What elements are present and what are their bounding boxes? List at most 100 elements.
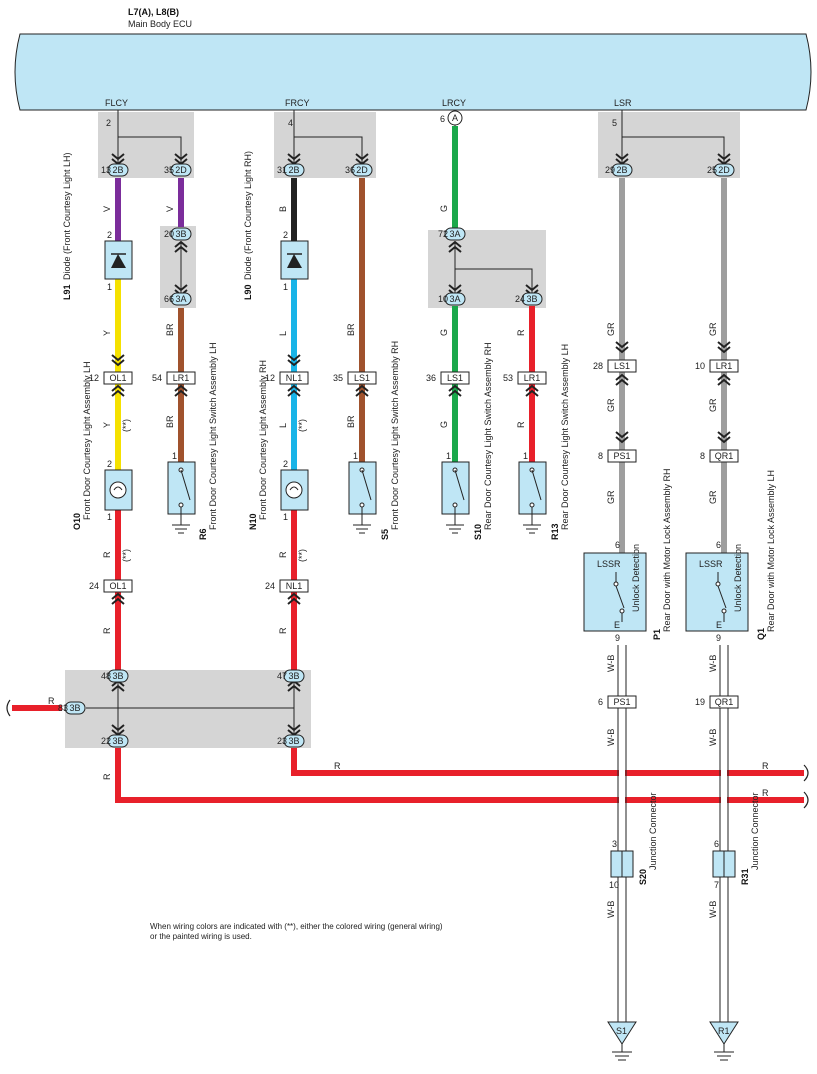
svg-text:1: 1 bbox=[523, 451, 528, 461]
r31-code: R31 bbox=[740, 868, 750, 885]
svg-text:LR1: LR1 bbox=[173, 373, 190, 383]
svg-text:(**): (**) bbox=[121, 549, 131, 562]
svg-text:PS1: PS1 bbox=[613, 697, 630, 707]
light-n10: 2 1 N10 Front Door Courtesy Light Assemb… bbox=[248, 360, 309, 530]
wire-label: BR bbox=[165, 415, 175, 428]
wire-label: W-B bbox=[708, 655, 718, 672]
svg-text:A: A bbox=[452, 113, 458, 123]
svg-text:NL1: NL1 bbox=[286, 373, 303, 383]
svg-text:E: E bbox=[716, 620, 722, 630]
connector-arrow bbox=[287, 592, 301, 605]
svg-text:9: 9 bbox=[615, 633, 620, 643]
connector-19-qr1: QR1 19 bbox=[695, 695, 739, 709]
svg-text:36: 36 bbox=[345, 165, 355, 175]
wire-label: GR bbox=[708, 490, 718, 504]
n10-name: Front Door Courtesy Light Assembly RH bbox=[258, 360, 268, 520]
svg-text:1: 1 bbox=[446, 451, 451, 461]
door-lock-q1: LSSR E Unlock Detection 6 9 Q1 Rear Door… bbox=[685, 470, 776, 643]
wire-label: V bbox=[102, 206, 112, 212]
wire-label: G bbox=[439, 421, 449, 428]
wire-label: B bbox=[278, 206, 288, 212]
ecu-terminal-frcy: FRCY bbox=[285, 98, 310, 108]
wire-label: Y bbox=[102, 422, 112, 428]
svg-text:10: 10 bbox=[438, 294, 448, 304]
connector-arrow bbox=[615, 431, 629, 444]
svg-text:3B: 3B bbox=[112, 671, 123, 681]
wire-label: GR bbox=[606, 398, 616, 412]
svg-text:2B: 2B bbox=[112, 165, 123, 175]
wire-label: GR bbox=[606, 322, 616, 336]
special-marks: (**) (**) (**) (**) bbox=[121, 419, 307, 562]
wire-label: R bbox=[334, 761, 341, 771]
wire-label: R bbox=[516, 329, 526, 336]
svg-text:9: 9 bbox=[716, 633, 721, 643]
svg-text:2: 2 bbox=[107, 230, 112, 240]
svg-text:LSSR: LSSR bbox=[597, 559, 621, 569]
diode-l90: 2 1 L90 Diode (Front Courtesy Light RH) bbox=[243, 151, 309, 300]
svg-text:QR1: QR1 bbox=[715, 697, 734, 707]
s5-code: S5 bbox=[380, 529, 390, 540]
svg-text:R1: R1 bbox=[718, 1026, 730, 1036]
svg-text:6: 6 bbox=[615, 540, 620, 550]
l91-name: Diode (Front Courtesy Light LH) bbox=[62, 152, 72, 280]
ground-s1: S1 bbox=[607, 1021, 637, 1061]
svg-text:1: 1 bbox=[107, 282, 112, 292]
wire-label: GR bbox=[606, 490, 616, 504]
diode-l91: 2 1 L91 Diode (Front Courtesy Light LH) bbox=[62, 152, 133, 300]
svg-text:LS1: LS1 bbox=[447, 373, 463, 383]
r13-name: Rear Door Courtesy Light Switch Assembly… bbox=[560, 344, 570, 530]
wire-label: R bbox=[278, 551, 288, 558]
r31-name: Junction Connector bbox=[750, 792, 760, 870]
svg-text:2: 2 bbox=[107, 459, 112, 469]
svg-text:2D: 2D bbox=[356, 165, 368, 175]
main-body-ecu: L7(A), L8(B) Main Body ECU FLCY FRCY LRC… bbox=[14, 7, 812, 111]
svg-text:LS1: LS1 bbox=[354, 373, 370, 383]
svg-text:2D: 2D bbox=[175, 165, 187, 175]
svg-text:2: 2 bbox=[283, 459, 288, 469]
svg-text:23: 23 bbox=[277, 736, 287, 746]
p1-code: P1 bbox=[652, 629, 662, 640]
ecu-terminal-lsr: LSR bbox=[614, 98, 632, 108]
connector-arrow bbox=[111, 384, 125, 397]
ecu-connector-a: A bbox=[447, 110, 463, 126]
l91-code: L91 bbox=[62, 284, 72, 300]
wire-label: L bbox=[278, 423, 288, 428]
s20-name: Junction Connector bbox=[648, 792, 658, 870]
ecu-pin-flcy: 2 bbox=[106, 118, 111, 128]
svg-text:19: 19 bbox=[695, 697, 705, 707]
svg-text:12: 12 bbox=[89, 373, 99, 383]
svg-text:(**): (**) bbox=[121, 419, 131, 432]
svg-text:36: 36 bbox=[426, 373, 436, 383]
wire-r bbox=[115, 748, 804, 803]
svg-text:PS1: PS1 bbox=[613, 451, 630, 461]
svg-text:66: 66 bbox=[164, 294, 174, 304]
o10-name: Front Door Courtesy Light Assembly LH bbox=[82, 361, 92, 520]
svg-text:8: 8 bbox=[598, 451, 603, 461]
connector-arrow bbox=[111, 592, 125, 605]
connector-arrow bbox=[448, 384, 462, 397]
l90-name: Diode (Front Courtesy Light RH) bbox=[243, 151, 253, 280]
ecu-pin-lsr: 5 bbox=[612, 118, 617, 128]
door-lock-p1: LSSR E Unlock Detection 6 9 P1 Rear Door… bbox=[583, 468, 672, 643]
wire-label: Y bbox=[102, 330, 112, 336]
wire-label: R bbox=[762, 761, 769, 771]
svg-text:20: 20 bbox=[164, 229, 174, 239]
svg-text:6: 6 bbox=[598, 697, 603, 707]
svg-text:1: 1 bbox=[107, 512, 112, 522]
switch-r6: 1 R6 Front Door Courtesy Light Switch As… bbox=[167, 342, 218, 540]
ecu-terminal-flcy: FLCY bbox=[105, 98, 128, 108]
svg-text:QR1: QR1 bbox=[715, 451, 734, 461]
wire-label: BR bbox=[346, 323, 356, 336]
